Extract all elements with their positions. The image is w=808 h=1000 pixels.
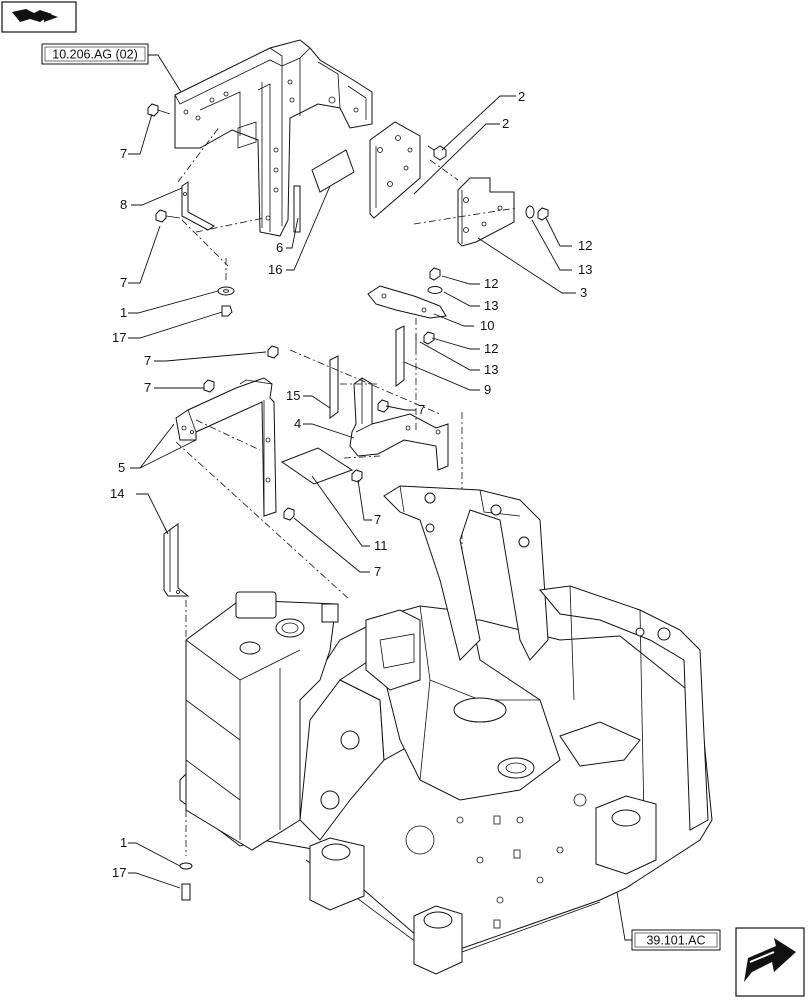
callout-label: 13 <box>578 262 592 277</box>
bolt-icon <box>147 103 171 117</box>
callout-label: 12 <box>578 238 592 253</box>
part-10-bracket <box>367 285 447 319</box>
bolt-icon <box>221 305 233 317</box>
lower-chassis-frame <box>179 485 713 975</box>
callout-label: 13 <box>484 298 498 313</box>
nut-icon <box>423 331 435 345</box>
top-reference-link[interactable]: 10.206.AG (02) <box>41 43 149 65</box>
part-4-bracket <box>349 377 449 471</box>
callout-label: 10 <box>480 318 494 333</box>
bolt-icon <box>155 209 181 223</box>
callout-label: 2 <box>518 89 525 104</box>
washer-icon <box>427 286 443 294</box>
bolt-icon <box>203 379 215 393</box>
book-arrow-icon[interactable] <box>1 1 77 33</box>
callout-label: 4 <box>294 416 301 431</box>
top-ref-label: 10.206.AG (02) <box>52 48 137 62</box>
washer-icon <box>217 286 235 296</box>
part-11-pad <box>280 447 354 485</box>
callout-label: 11 <box>374 538 388 553</box>
callout-label: 7 <box>144 353 151 368</box>
nut-icon <box>537 207 549 221</box>
upper-frame-bracket <box>174 39 373 237</box>
forward-arrow-icon[interactable] <box>735 927 805 997</box>
bolt-icon <box>283 507 295 521</box>
callout-labels: 7 2 2 8 6 16 7 12 13 3 12 1 13 17 10 12 … <box>110 89 592 880</box>
callout-label: 7 <box>120 275 127 290</box>
bolt-icon <box>377 399 389 413</box>
callout-label: 7 <box>144 380 151 395</box>
callout-label: 7 <box>374 512 381 527</box>
callout-label: 15 <box>286 388 300 403</box>
callout-label: 14 <box>110 486 124 501</box>
bolt-icon <box>351 469 363 483</box>
callout-label: 17 <box>112 330 126 345</box>
callout-label: 1 <box>120 305 127 320</box>
part-9-strip <box>395 325 405 387</box>
callout-label: 12 <box>484 276 498 291</box>
part-2-plate <box>369 121 421 219</box>
part-14-bracket <box>163 523 190 597</box>
bottom-reference-link[interactable]: 39.101.AC <box>631 929 721 951</box>
callout-label: 9 <box>484 382 491 397</box>
part-15-strip <box>329 355 339 419</box>
bolt-icon <box>181 883 191 901</box>
callout-label: 17 <box>112 865 126 880</box>
callout-label: 7 <box>120 146 127 161</box>
callout-label: 1 <box>120 835 127 850</box>
callout-label: 13 <box>484 362 498 377</box>
bolt-icon <box>267 345 279 359</box>
leader-lines <box>128 95 576 889</box>
bottom-ref-label: 39.101.AC <box>646 934 705 948</box>
callout-label: 16 <box>268 262 282 277</box>
washer-icon <box>525 205 535 219</box>
callout-label: 3 <box>580 285 587 300</box>
callout-label: 2 <box>502 116 509 131</box>
callout-label: 7 <box>374 564 381 579</box>
callout-label: 5 <box>118 460 125 475</box>
callout-label: 7 <box>418 402 425 417</box>
callout-label: 6 <box>276 240 283 255</box>
bolt-icon <box>427 145 447 161</box>
washer-icon <box>179 862 193 870</box>
part-16-pad <box>311 149 355 193</box>
callout-label: 8 <box>120 197 127 212</box>
nut-icon <box>429 267 441 281</box>
part-3-plate <box>457 177 515 247</box>
part-8-bracket <box>181 181 215 231</box>
part-5-bracket <box>175 377 277 517</box>
callout-label: 12 <box>484 341 498 356</box>
part-6-pin <box>293 185 301 233</box>
